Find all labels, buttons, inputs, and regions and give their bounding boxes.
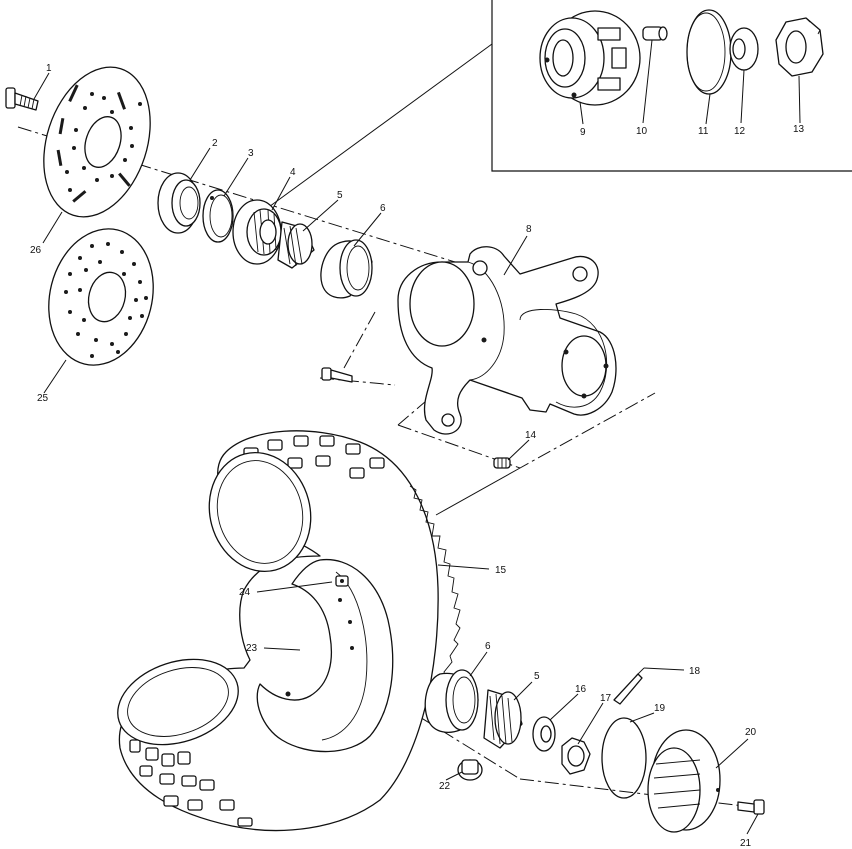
callout-8: 8: [526, 224, 532, 235]
callout-25: 25: [37, 393, 49, 404]
brake-disc-part-25: [48, 228, 154, 366]
callout-17: 17: [600, 693, 612, 704]
callout-12: 12: [734, 126, 746, 137]
leader-lines: [33, 72, 759, 835]
washer-part-16: [532, 716, 556, 752]
callout-20: 20: [745, 727, 757, 738]
brake-disc-part-26: [43, 66, 151, 218]
callout-4: 4: [290, 167, 296, 178]
rim-part-23: [256, 558, 394, 753]
nut-part-13: [775, 17, 824, 77]
callout-26: 26: [30, 245, 42, 256]
callout-1: 1: [46, 63, 52, 74]
callout-11: 11: [698, 126, 709, 137]
seal-part-2: [157, 172, 201, 234]
screw-part-14: [493, 457, 511, 469]
callout-5: 5: [337, 190, 343, 201]
taper-bearing-part-5-lower: [483, 689, 523, 749]
callout-6-lower: 6: [485, 641, 491, 652]
race-part-6-lower: [424, 669, 479, 733]
tire-part-15: [117, 430, 461, 832]
knuckle-hub-part-8: [397, 246, 617, 435]
callout-9: 9: [580, 127, 586, 138]
part-22: [457, 759, 483, 781]
race-part-6: [320, 239, 373, 299]
bearing-part-4: [232, 199, 282, 265]
valve-part-24: [335, 575, 349, 587]
washer-part-12: [729, 27, 759, 71]
callout-6: 6: [380, 203, 386, 214]
callout-5-lower: 5: [534, 671, 540, 682]
callout-numbers: 1 2 3 4 5 6 8 9 10 11 12 13 14 15 16 17 …: [30, 63, 805, 849]
callout-10: 10: [636, 126, 648, 137]
callout-23: 23: [246, 643, 258, 654]
callout-22: 22: [439, 781, 451, 792]
small-bolt: [321, 367, 353, 383]
callout-19: 19: [654, 703, 666, 714]
callout-15: 15: [495, 565, 507, 576]
bolt-part-1: [5, 87, 39, 111]
carrier-housing-part-9: [539, 10, 641, 106]
bolt-part-21: [737, 799, 765, 815]
callout-13: 13: [793, 124, 805, 135]
callout-16: 16: [575, 684, 587, 695]
callout-18: 18: [689, 666, 701, 677]
hub-cap-part-20: [647, 729, 721, 833]
ring-part-19: [601, 717, 647, 799]
cotter-pin-part-18: [613, 667, 645, 705]
pin-part-10: [642, 26, 668, 41]
nut-part-17: [561, 737, 591, 775]
callout-2: 2: [212, 138, 218, 149]
inset-detail: [261, 0, 852, 213]
callout-24: 24: [239, 587, 251, 598]
taper-bearing-part-5: [277, 221, 315, 269]
snap-ring-part-3: [202, 189, 234, 243]
callout-3: 3: [248, 148, 254, 159]
callout-14: 14: [525, 430, 537, 441]
callout-21: 21: [740, 838, 752, 849]
